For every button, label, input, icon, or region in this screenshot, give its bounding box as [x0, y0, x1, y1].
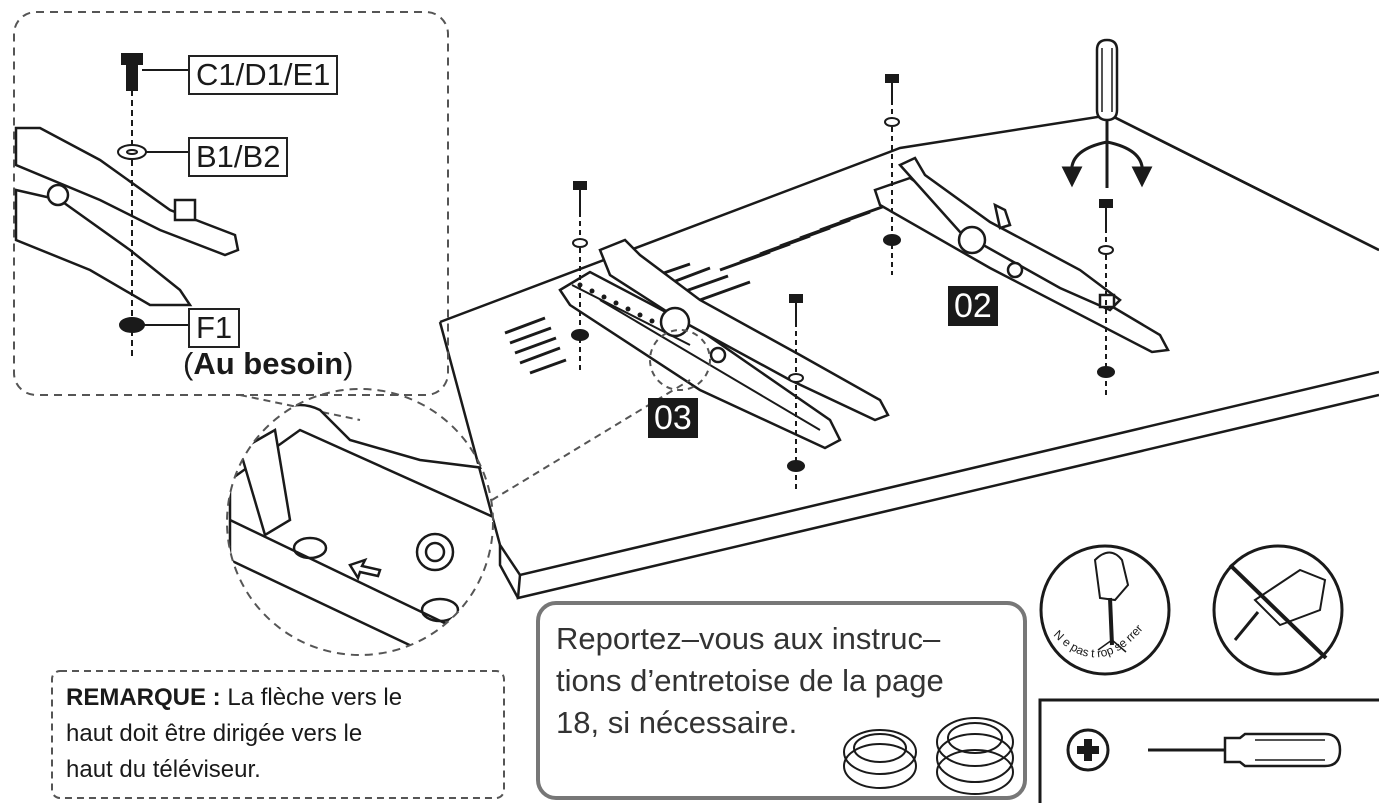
- do-not-overtighten-icon: [1039, 544, 1171, 676]
- note-frame: [51, 670, 505, 799]
- screw-part-label: C1/D1/E1: [188, 55, 339, 95]
- bracket-03-tag: 03: [648, 398, 698, 438]
- remark-prefix: REMARQUE :: [66, 684, 221, 711]
- remark-line2: haut doit être dirigée vers le: [66, 720, 363, 747]
- rotation-arrows-icon: [1061, 140, 1153, 188]
- phillips-head-icon: [1066, 728, 1110, 772]
- detail-inset-frame: [13, 11, 449, 396]
- reference-line3: 18, si nécessaire.: [556, 705, 798, 740]
- screwdriver-side-icon: [1148, 732, 1342, 768]
- svg-text:N e pas t rop se rrer: N e pas t rop se rrer: [1051, 622, 1146, 661]
- optional-note: (Au besoin): [183, 346, 354, 381]
- screwdriver-icon: [1095, 38, 1119, 188]
- phillips-frame: [1038, 698, 1379, 803]
- reference-line2: tions d’entretoise de la page: [556, 663, 944, 698]
- nut-icon: [119, 317, 145, 333]
- inset-bracket: [14, 126, 240, 307]
- bracket-03: [558, 238, 890, 450]
- bracket-02-tag: 02: [948, 286, 998, 326]
- no-power-drill-icon: [1212, 544, 1344, 676]
- hardware-stacks: [571, 74, 1115, 490]
- inset-hardware: [117, 53, 188, 360]
- bracket-02: [873, 156, 1170, 354]
- reference-text: Reportez–vous aux instruc– tions d’entre…: [556, 618, 944, 744]
- warning-caption: N e pas t rop se rrer: [1051, 622, 1146, 661]
- reference-line1: Reportez–vous aux instruc–: [556, 621, 941, 656]
- zoom-detail: [228, 403, 493, 652]
- remark-line1: La flèche vers le: [220, 684, 403, 711]
- tv-back-panel: [438, 113, 1379, 600]
- zoom-circle: [226, 388, 494, 656]
- remark-line3: haut du téléviseur.: [66, 756, 261, 783]
- warning-caption-text: N e pas t rop se rrer: [1051, 622, 1146, 661]
- remark-note: REMARQUE : La flèche vers le haut doit ê…: [66, 680, 402, 788]
- washer-part-label: B1/B2: [188, 137, 289, 177]
- nut-part-label: F1: [188, 308, 241, 348]
- screw-icon: [121, 53, 143, 65]
- spacer-icon: [843, 717, 1014, 795]
